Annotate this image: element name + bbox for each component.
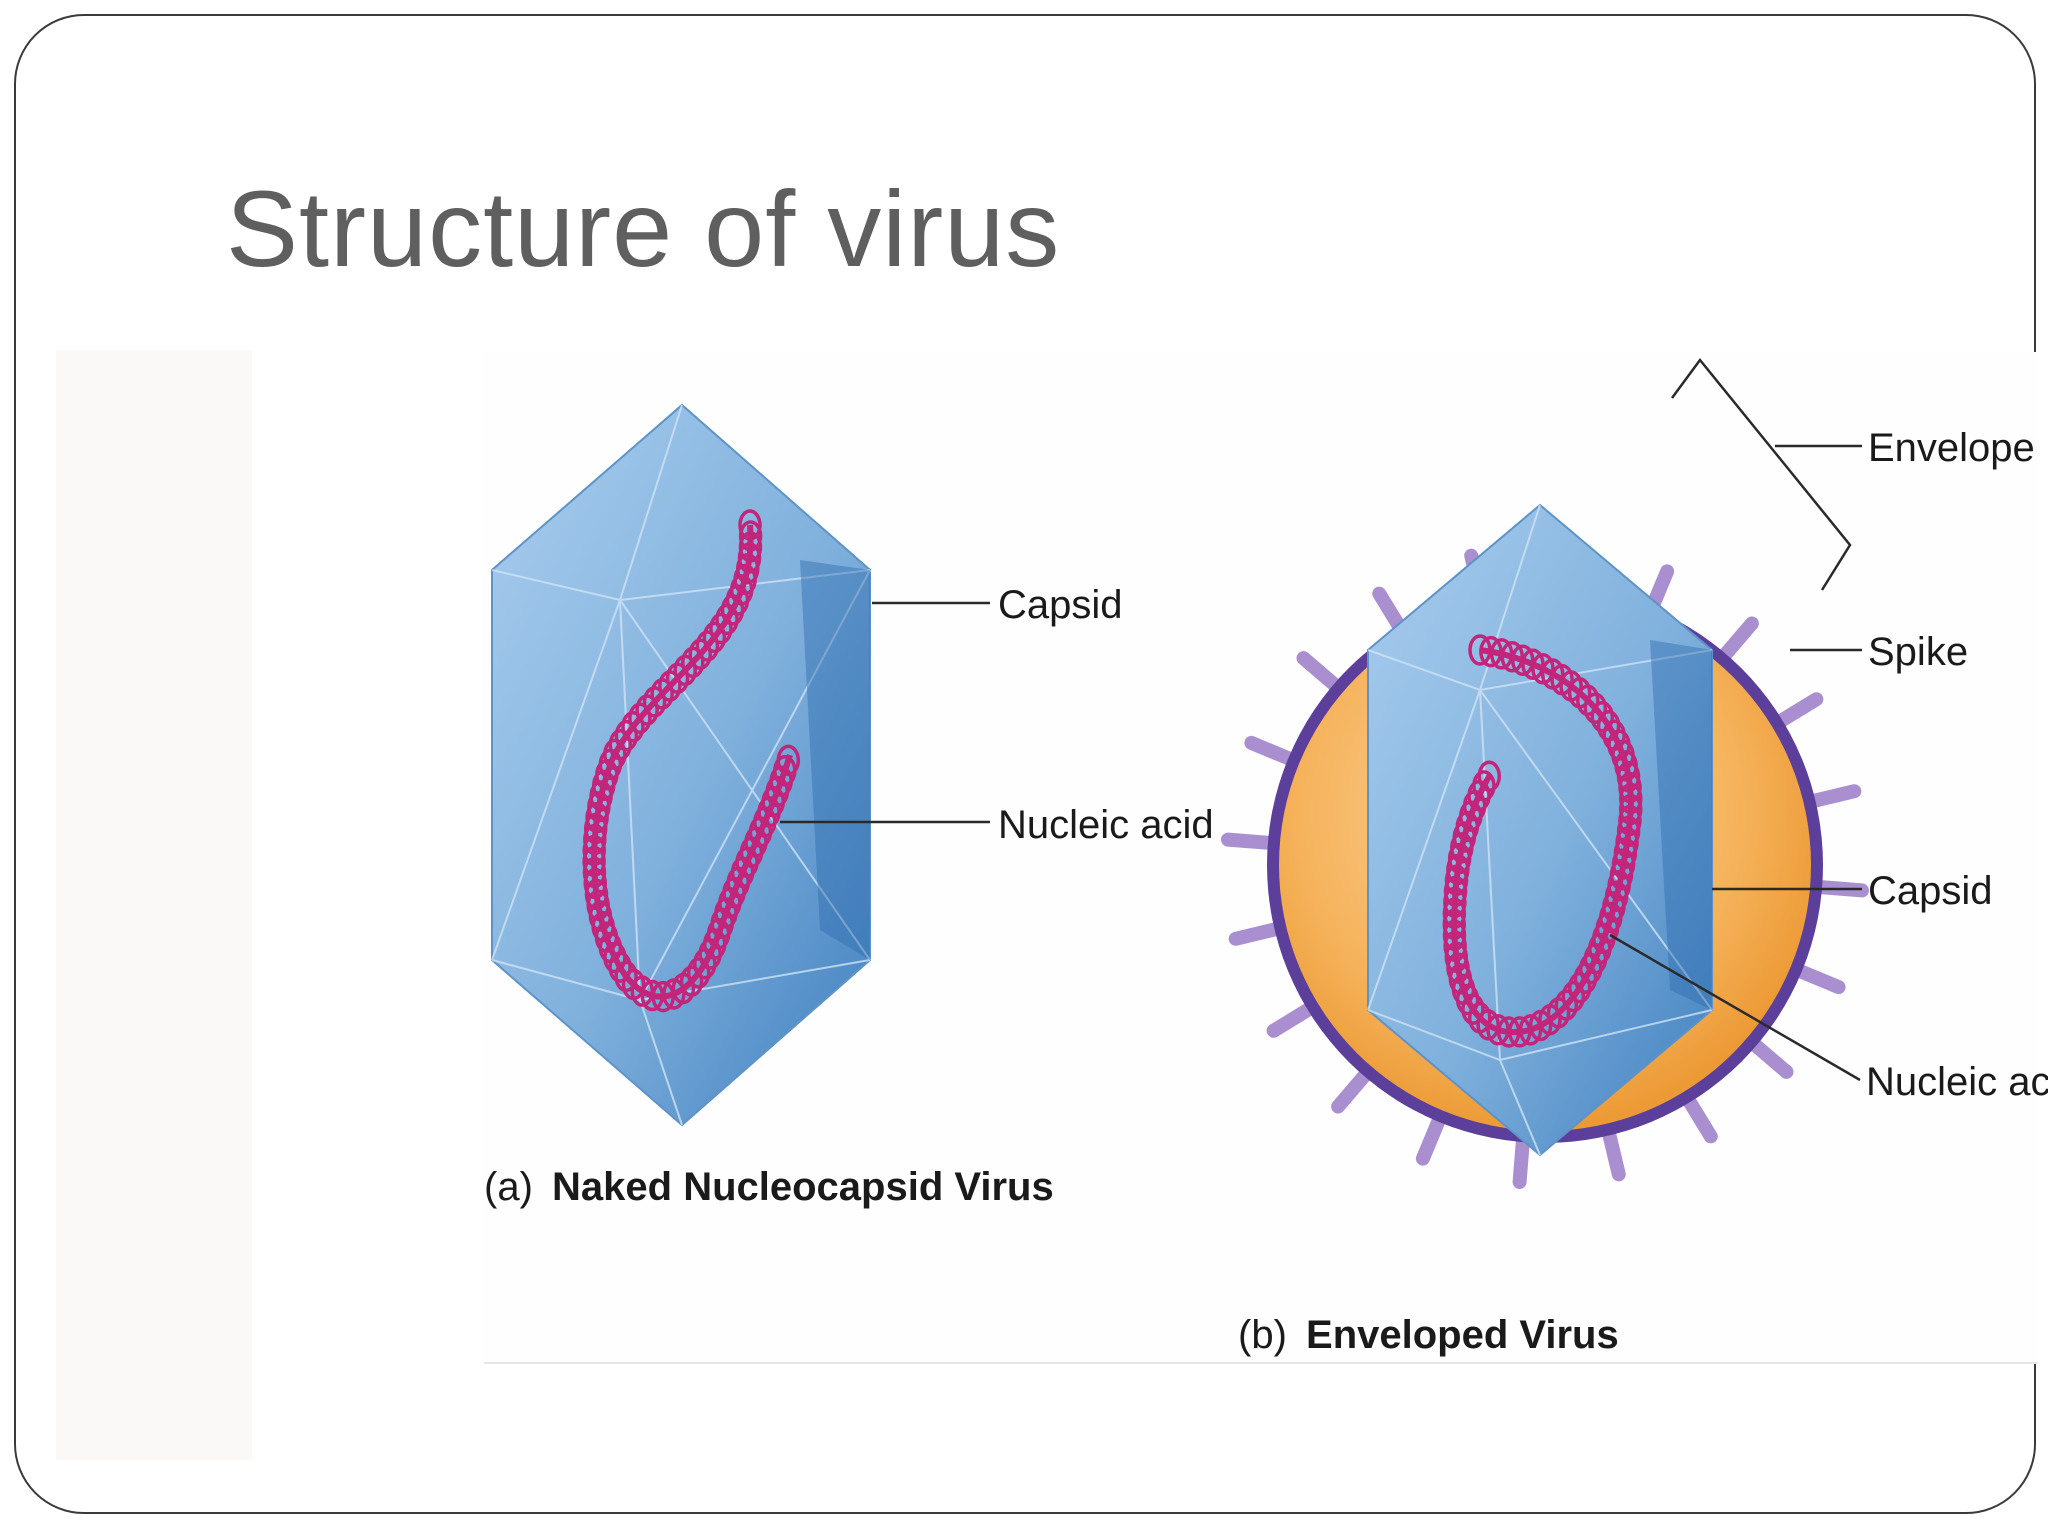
envelope-spike bbox=[1752, 1042, 1787, 1072]
naked-caption: (a) Naked Nucleocapsid Virus bbox=[484, 1165, 1054, 1209]
envelope-spike bbox=[1236, 928, 1281, 939]
naked-nucleic-acid-label: Nucleic acid bbox=[998, 803, 1214, 847]
envelope-spike bbox=[1228, 840, 1274, 844]
envelope-spike bbox=[1251, 743, 1293, 761]
naked-caption-prefix: (a) bbox=[484, 1165, 533, 1209]
enveloped-nucleic-acid-label: Nucleic acid bbox=[1866, 1060, 2048, 1104]
envelope-label: Envelope bbox=[1868, 426, 2035, 470]
envelope-spike bbox=[1687, 1097, 1711, 1136]
enveloped-caption-prefix: (b) bbox=[1238, 1313, 1287, 1357]
envelope-spike bbox=[1777, 699, 1816, 723]
envelope-spike bbox=[1274, 1007, 1313, 1031]
naked-virus bbox=[492, 405, 870, 1125]
enveloped-caption: (b) Enveloped Virus bbox=[1238, 1313, 1619, 1357]
envelope-spike bbox=[1796, 969, 1838, 987]
envelope-spike bbox=[1608, 1130, 1619, 1175]
envelope-spike bbox=[1338, 1072, 1368, 1107]
envelope-spike bbox=[1722, 623, 1752, 658]
enveloped-virus bbox=[1228, 505, 1862, 1182]
envelope-spike bbox=[1520, 1136, 1524, 1182]
envelope-spike bbox=[1303, 658, 1338, 688]
naked-caption-name: Naked Nucleocapsid Virus bbox=[552, 1165, 1054, 1209]
envelope-spike bbox=[1810, 791, 1855, 802]
naked-capsid-label: Capsid bbox=[998, 583, 1123, 627]
envelope-spike bbox=[1423, 1116, 1441, 1158]
enveloped-caption-name: Enveloped Virus bbox=[1306, 1313, 1619, 1357]
enveloped-capsid-label: Capsid bbox=[1868, 869, 1993, 913]
spike-label: Spike bbox=[1868, 630, 1968, 674]
